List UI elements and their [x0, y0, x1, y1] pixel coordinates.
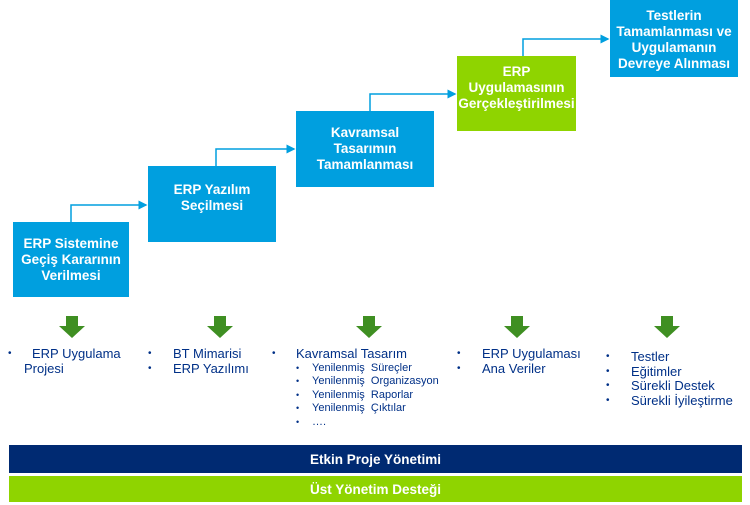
project-management-band: Etkin Proje Yönetimi — [9, 445, 742, 473]
down-arrow-icon — [504, 316, 530, 338]
step-5-line: Tamamlanması ve — [616, 23, 732, 39]
step-5-line: Testlerin — [646, 7, 702, 23]
bullet: • — [272, 348, 276, 359]
connector-4-5 — [522, 34, 610, 56]
output-list-1: • ERP Uygulama Projesi — [8, 346, 138, 376]
output-subitem: Yenilenmiş Çıktılar — [312, 402, 406, 414]
step-1-line: ERP Sistemine — [23, 235, 119, 251]
output-item-row: • Testler — [606, 349, 750, 365]
output-item: ERP Yazılımı — [173, 360, 249, 376]
step-3-line: Kavramsal — [330, 125, 400, 140]
step-2-line: ERP Yazılım — [173, 182, 251, 197]
bullet: • — [296, 376, 300, 386]
bullet: • — [606, 394, 610, 406]
step-1-line: Geçiş Kararının — [21, 251, 121, 267]
connector-1-2 — [70, 200, 148, 222]
output-subitem-row: • Yenilenmiş Raporlar — [272, 389, 457, 403]
output-subitem-row: • Yenilenmiş Süreçler — [272, 362, 457, 376]
step-4-line: ERP — [502, 63, 531, 79]
connector-2-3 — [215, 144, 296, 166]
output-item-row: • Sürekli Destek — [606, 378, 750, 394]
output-item: Ana Veriler — [482, 360, 546, 376]
band-label: Etkin Proje Yönetimi — [309, 451, 442, 467]
output-item-row: • Ana Veriler — [457, 360, 607, 377]
step-3-line: Tamamlanması — [316, 157, 414, 172]
connector-3-4 — [369, 89, 457, 111]
bullet: • — [8, 348, 12, 359]
output-list-4: • ERP Uygulaması • Ana Veriler — [457, 346, 607, 377]
bullet: • — [606, 380, 610, 391]
output-item-row: • Sürekli İyileştirme — [606, 392, 750, 409]
output-list-2: • BT Mimarisi • ERP Yazılımı — [148, 346, 278, 377]
output-item: Testler — [631, 349, 670, 364]
output-subitem-row: • Yenilenmiş Çıktılar — [272, 402, 457, 416]
bullet: • — [606, 365, 610, 377]
step-4-line: Gerçekleştirilmesi — [458, 95, 575, 111]
output-subitem: Yenilenmiş Süreçler — [312, 361, 412, 374]
output-item-row: • ERP Uygulaması — [457, 346, 607, 362]
down-arrow-icon — [207, 316, 233, 338]
output-item: Sürekli Destek — [631, 378, 715, 393]
output-item: ERP Uygulaması — [482, 346, 581, 361]
down-arrow-icon — [59, 316, 85, 338]
step-5-line: Uygulamanın — [631, 39, 717, 55]
output-item: BT Mimarisi — [173, 346, 242, 361]
output-item-row: • Kavramsal Tasarım — [272, 346, 457, 362]
output-item: Sürekli İyileştirme — [631, 392, 733, 408]
step-3-box: Kavramsal Tasarımın Tamamlanması — [296, 111, 434, 187]
output-item-row: • Eğitimler — [606, 363, 750, 380]
output-item: ERP Uygulama Projesi — [24, 346, 121, 376]
down-arrow-icon — [654, 316, 680, 338]
output-item-row: • BT Mimarisi — [148, 346, 278, 362]
bullet: • — [148, 348, 152, 359]
bullet: • — [296, 362, 300, 373]
step-4-line: Uygulamasının — [468, 79, 565, 95]
step-1-box: ERP Sistemine Geçiş Kararının Verilmesi — [13, 222, 129, 297]
step-2-line: Seçilmesi — [180, 198, 244, 213]
bullet: • — [296, 403, 300, 413]
output-subitem-row: • Yenilenmiş Organizasyon — [272, 375, 457, 389]
output-subitem: Yenilenmiş Raporlar — [312, 388, 414, 401]
step-5-box: Testlerin Tamamlanması ve Uygulamanın De… — [610, 0, 738, 77]
step-5-line: Devreye Alınması — [617, 55, 731, 71]
bullet: • — [457, 348, 461, 359]
bullet: • — [148, 362, 152, 374]
step-4-box: ERP Uygulamasının Gerçekleştirilmesi — [457, 56, 576, 131]
output-subitem: …. — [312, 415, 327, 428]
output-list-5: • Testler • Eğitimler • Sürekli Destek •… — [606, 349, 750, 409]
bullet: • — [606, 351, 610, 362]
bullet: • — [296, 416, 300, 427]
management-support-band: Üst Yönetim Desteği — [9, 476, 742, 502]
step-1-line: Verilmesi — [41, 267, 101, 283]
bullet: • — [296, 389, 300, 400]
bullet: • — [457, 362, 461, 374]
output-list-3: • Kavramsal Tasarım • Yenilenmiş Süreçle… — [272, 346, 457, 430]
band-label: Üst Yönetim Desteği — [309, 481, 442, 497]
output-subitem: Yenilenmiş Organizasyon — [312, 375, 439, 387]
output-item-row: • ERP Yazılımı — [148, 360, 278, 377]
step-2-box: ERP Yazılım Seçilmesi — [148, 166, 276, 242]
output-item: Kavramsal Tasarım — [296, 346, 408, 361]
step-3-line: Tasarımın — [333, 141, 397, 156]
output-subitem-row: • …. — [272, 416, 457, 430]
output-item: Eğitimler — [631, 363, 682, 379]
down-arrow-icon — [356, 316, 382, 338]
